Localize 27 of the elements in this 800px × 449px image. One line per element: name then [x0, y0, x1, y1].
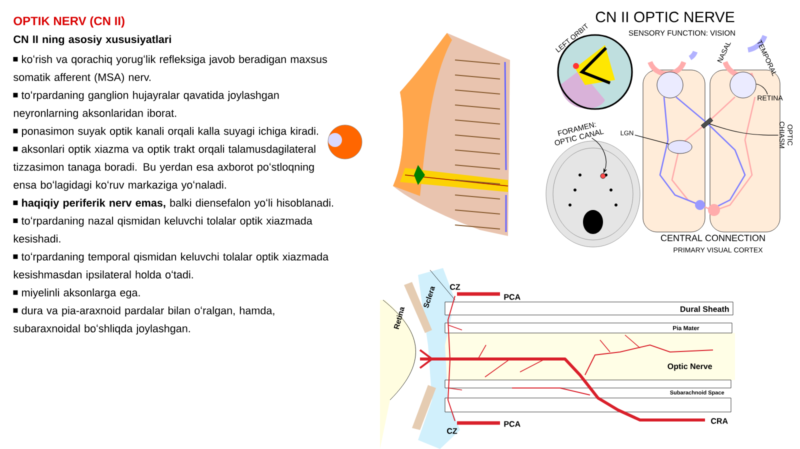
part-label: PCA — [504, 421, 520, 427]
bullet-item: toʻrpardaning temporal qismidan keluvchi tolalar optik xiazmada kesishmasdan ipsilateral holda oʻtadi. — [13, 252, 329, 281]
leader-line — [634, 134, 670, 144]
bullet-item: miyelinli aksonlarga ega. — [13, 288, 140, 299]
slide-title: OPTIK NERV (CN II) — [14, 16, 124, 28]
eyeball-circle — [730, 72, 756, 98]
part-label: CRA — [711, 418, 728, 424]
part-label: Optic Nerve — [668, 363, 712, 371]
bullet-item: aksonlari optik xiazma va optik trakt orqali talamusdagilateral tizzasimon tanaga boradi. Bu yerdan esa axborot poʻstloqning ensa boʻlagidagi koʻruv markaziga yoʻnaladi. — [13, 144, 316, 191]
bullet-item: haqiqiy periferik nerv emas, balki diensefalon yoʻli hisoblanadi. — [13, 198, 334, 209]
lgn-ellipse — [668, 140, 692, 154]
optic-chiasm-marker — [700, 117, 714, 129]
bullet-item: ponasimon suyak optik kanali orqali kalla suyagi ichiga kiradi. — [13, 126, 318, 137]
bullet-item: toʻrpardaning nazal qismidan keluvchi tolalar optik xiazmada kesishadi. — [13, 216, 312, 243]
section-heading: CN II ning asosiy xususiyatlari — [14, 35, 171, 46]
bullet-item: koʻrish va qorachiq yorugʻlik refleksiga javob beradigan maxsus somatik afferent (MSA) nerv. — [13, 55, 327, 84]
part-label: Dural Sheath — [680, 306, 729, 312]
bullet-item: toʻrpardaning ganglion hujayralar qavatida joylashgan neyronlarning aksonlaridan iborat. — [13, 91, 279, 120]
part-label: PCA — [504, 294, 520, 300]
part-label: CENTRAL CONNECTION — [660, 234, 765, 242]
part-label: CZ — [447, 428, 458, 434]
leader-line — [756, 84, 768, 95]
bullet-item: dura va pia-araxnoid pardalar bilan oʻralgan, hamda, subaraxnoidal boʻshliqda joylashgan. — [13, 306, 274, 334]
part-label: CZ — [450, 284, 460, 290]
leader-line — [709, 124, 779, 136]
optic-canal-opening — [600, 173, 606, 179]
figure-title: CN II OPTIC NERVE — [596, 12, 734, 22]
